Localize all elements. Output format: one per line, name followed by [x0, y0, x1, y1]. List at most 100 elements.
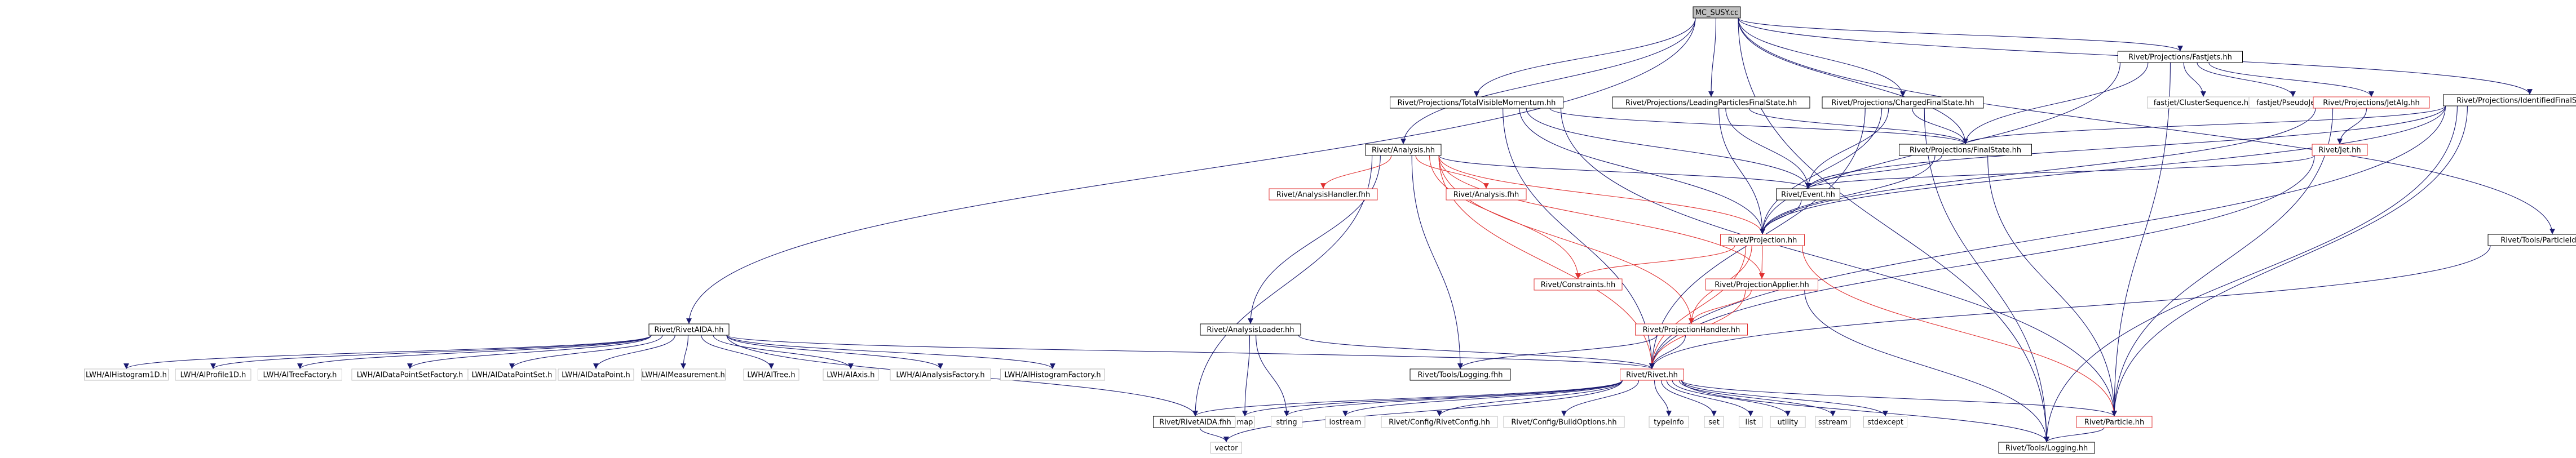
node-label: LWH/AIAnalysisFactory.h [896, 371, 984, 380]
graph-node-root[interactable]: MC_SUSY.cc [1693, 6, 1741, 19]
node-box [1446, 188, 1527, 201]
node-box [823, 368, 879, 381]
edge-analysis-to-projhandler [1438, 155, 1694, 324]
edge-tvm-to-projection [1519, 108, 1765, 235]
edge-jet-to-event [1805, 155, 2315, 189]
edge-ifs-to-rivet [1649, 105, 2446, 370]
graph-node-analysisloader[interactable]: Rivet/AnalysisLoader.hh [1200, 323, 1301, 336]
node-box [1534, 278, 1623, 291]
graph-node-typeinfo[interactable]: typeinfo [1649, 416, 1689, 428]
graph-node-imeasurement[interactable]: LWH/AIMeasurement.h [641, 368, 726, 381]
node-label: MC_SUSY.cc [1695, 9, 1739, 17]
edge-tvm-to-rivet [1503, 108, 1655, 370]
node-label: Rivet/Tools/Logging.hh [2005, 444, 2088, 453]
graph-node-vector[interactable]: vector [1210, 442, 1242, 454]
edge-jetalg-to-jet [2337, 108, 2367, 145]
graph-node-event[interactable]: Rivet/Event.hh [1776, 188, 1840, 201]
node-box [1899, 144, 2032, 156]
graph-node-itree[interactable]: LWH/AITree.h [743, 368, 799, 381]
graph-node-lpfs[interactable]: Rivet/Projections/LeadingParticlesFinalS… [1612, 96, 1810, 109]
graph-node-finalstate[interactable]: Rivet/Projections/FinalState.hh [1899, 144, 2032, 156]
graph-node-loggingfhh[interactable]: Rivet/Tools/Logging.fhh [1409, 368, 1511, 381]
graph-node-constraints[interactable]: Rivet/Constraints.hh [1534, 278, 1623, 291]
graph-node-ianalysisfactory[interactable]: LWH/AIAnalysisFactory.h [890, 368, 991, 381]
node-label: LWH/AIProfile1D.h [180, 371, 246, 380]
graph-node-projapplier[interactable]: Rivet/ProjectionApplier.hh [1705, 278, 1818, 291]
graph-node-jetalg[interactable]: Rivet/Projections/JetAlg.hh [2313, 96, 2430, 109]
graph-node-particleutils[interactable]: Rivet/Tools/ParticleIdUtils.hh [2487, 234, 2576, 246]
graph-node-logginghh[interactable]: Rivet/Tools/Logging.hh [1998, 442, 2095, 454]
edge-analysis-to-rivet [1438, 155, 1655, 370]
node-box [1503, 416, 1625, 428]
graph-node-analysisfhh[interactable]: Rivet/Analysis.fhh [1446, 188, 1527, 201]
graph-node-particle[interactable]: Rivet/Particle.hh [2076, 416, 2153, 428]
node-label: LWH/AIAxis.h [827, 371, 874, 380]
node-box [743, 368, 799, 381]
edge-lpfs-to-finalstate [1749, 108, 1968, 145]
node-box [1863, 416, 1907, 428]
edge-analysis-to-rivetaidafhh [1192, 155, 1373, 417]
graph-node-stdexcept[interactable]: stdexcept [1863, 416, 1907, 428]
graph-node-ifs[interactable]: Rivet/Projections/IdentifiedFinalState.h… [2443, 94, 2576, 106]
graph-node-tvm[interactable]: Rivet/Projections/TotalVisibleMomentum.h… [1390, 96, 1563, 109]
graph-node-cfs[interactable]: Rivet/Projections/ChargedFinalState.hh [1822, 96, 1984, 109]
edge-root-to-analysis [1400, 17, 1696, 145]
edge-rivet-to-sstream [1678, 380, 1836, 417]
edge-analysis-to-projapplier [1438, 155, 1765, 279]
graph-node-projection[interactable]: Rivet/Projection.hh [1720, 234, 1805, 246]
node-box [1235, 416, 1255, 428]
graph-node-map[interactable]: map [1235, 416, 1255, 428]
node-label: Rivet/Projections/TotalVisibleMomentum.h… [1398, 99, 1556, 108]
node-box [890, 368, 991, 381]
node-label: set [1708, 419, 1720, 427]
graph-node-rivet[interactable]: Rivet/Rivet.hh [1620, 368, 1684, 381]
node-box [1381, 416, 1498, 428]
graph-node-analysis[interactable]: Rivet/Analysis.hh [1365, 144, 1442, 156]
graph-node-iaxis[interactable]: LWH/AIAxis.h [823, 368, 879, 381]
graph-node-itreefactory[interactable]: LWH/AITreeFactory.h [258, 368, 342, 381]
node-box [1720, 234, 1805, 246]
node-label: LWH/AIDataPoint.h [562, 371, 630, 380]
edge-cfs-to-event [1805, 108, 1889, 189]
edge-root-to-fastjets [1738, 17, 2183, 52]
graph-node-idpsfactory[interactable]: LWH/AIDataPointSetFactory.h [351, 368, 469, 381]
graph-node-iostream[interactable]: iostream [1325, 416, 1366, 428]
graph-node-sstream[interactable]: sstream [1815, 416, 1851, 428]
node-box [1325, 416, 1366, 428]
graph-node-rivetconfig[interactable]: Rivet/Config/RivetConfig.hh [1381, 416, 1498, 428]
edge-ifs-to-logginghh [2044, 105, 2458, 443]
node-box [1776, 188, 1840, 201]
edge-rivet-to-iostream [1342, 380, 1623, 417]
graph-node-idp[interactable]: LWH/AIDataPoint.h [558, 368, 634, 381]
graph-node-rivetaida[interactable]: Rivet/RivetAIDA.hh [648, 323, 730, 336]
graph-node-fastjets[interactable]: Rivet/Projections/FastJets.hh [2118, 51, 2243, 63]
edge-jetalg-to-projection [1760, 108, 2316, 235]
node-label: Rivet/Projections/FinalState.hh [1910, 146, 2021, 155]
graph-node-list[interactable]: list [1739, 416, 1762, 428]
graph-node-ih1d[interactable]: LWH/AIHistogram1D.h [84, 368, 169, 381]
graph-node-set[interactable]: set [1704, 416, 1724, 428]
edge-ifs-to-particle [2111, 105, 2468, 417]
graph-node-rivetaidafhh[interactable]: Rivet/RivetAIDA.fhh [1153, 416, 1238, 428]
graph-node-jet[interactable]: Rivet/Jet.hh [2312, 144, 2368, 156]
graph-node-clusterseq[interactable]: fastjet/ClusterSequence.hh [2147, 96, 2260, 109]
graph-node-idps[interactable]: LWH/AIDataPointSet.h [467, 368, 556, 381]
node-label: LWH/AITree.h [747, 371, 795, 380]
graph-node-utility[interactable]: utility [1770, 416, 1806, 428]
node-label: Rivet/Projections/IdentifiedFinalState.h… [2456, 97, 2576, 105]
node-label: list [1745, 419, 1756, 427]
edge-rivetaida-to-imeasurement [681, 335, 689, 370]
graph-node-ihistfactory[interactable]: LWH/AIHistogramFactory.h [1000, 368, 1105, 381]
edge-fastjets-to-jetalg [2208, 62, 2374, 97]
edge-rivet-to-map [1242, 380, 1623, 417]
graph-node-buildoptions[interactable]: Rivet/Config/BuildOptions.hh [1503, 416, 1625, 428]
node-label: vector [1214, 444, 1238, 453]
graph-node-projhandler[interactable]: Rivet/ProjectionHandler.hh [1635, 323, 1748, 336]
graph-node-string[interactable]: string [1271, 416, 1302, 428]
edge-rivetaida-to-rivet [726, 335, 1655, 370]
edge-analysis-to-loggingfhh [1411, 155, 1463, 370]
graph-node-analysishandler[interactable]: Rivet/AnalysisHandler.fhh [1269, 188, 1378, 201]
edge-rivet-to-set [1660, 380, 1717, 417]
node-layer: MC_SUSY.ccRivet/Projections/FastJets.hhR… [84, 6, 2576, 454]
graph-node-iprofile1d[interactable]: LWH/AIProfile1D.h [175, 368, 251, 381]
